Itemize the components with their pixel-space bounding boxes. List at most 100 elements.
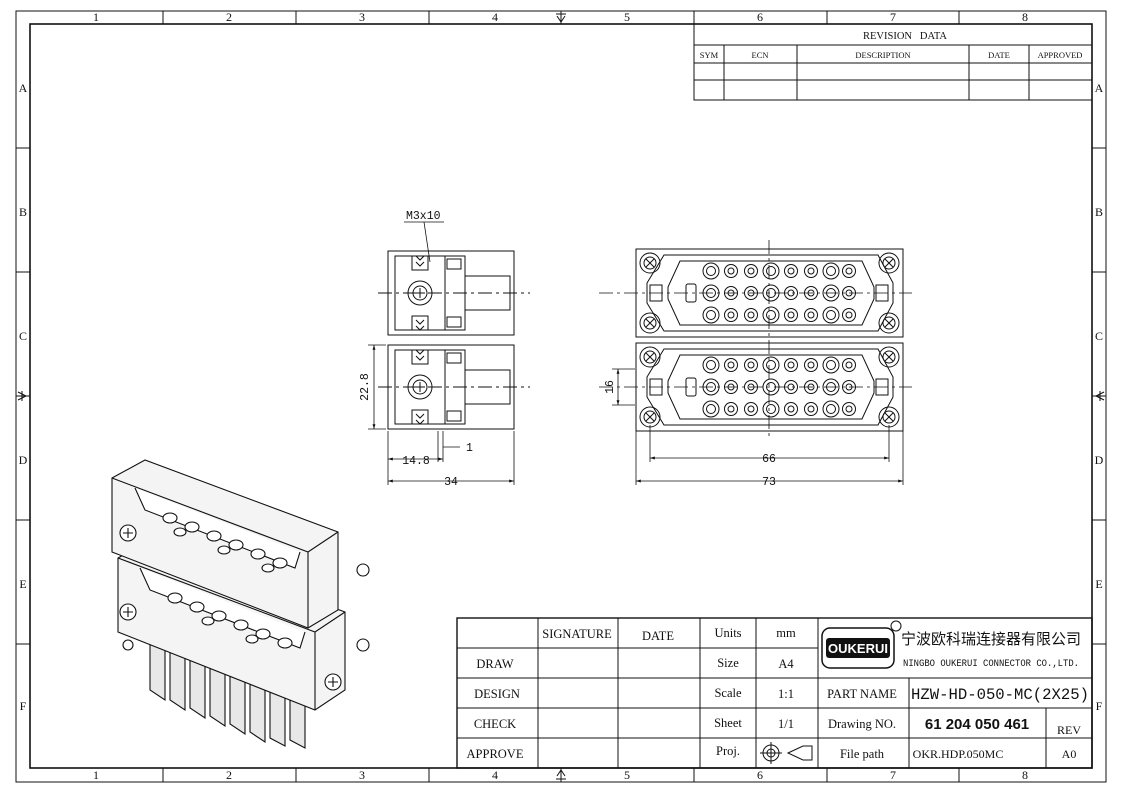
contact-hole: [822, 306, 840, 324]
dim-offset: 14.8: [402, 455, 430, 468]
contact-hole-inner: [706, 360, 716, 370]
row-check: CHECK: [474, 717, 516, 731]
dim-height: 22.8: [359, 373, 372, 401]
contact-hole-inner: [826, 404, 836, 414]
col-label: 2: [226, 768, 232, 782]
contact-hole-inner: [826, 310, 836, 320]
col-label: 7: [890, 10, 896, 24]
company-name-en: NINGBO OUKERUI CONNECTOR CO.,LTD.: [903, 659, 1079, 670]
scale-label: Scale: [714, 686, 742, 700]
col-label: 2: [226, 10, 232, 24]
size-label: Size: [717, 656, 739, 670]
contact-hole: [804, 402, 818, 416]
col-label: 8: [1022, 10, 1028, 24]
screw-slot: [645, 352, 655, 362]
contact-hole-inner: [727, 405, 735, 413]
row-design: DESIGN: [474, 687, 520, 701]
row-label: C: [1095, 329, 1103, 343]
col-label: 8: [1022, 768, 1028, 782]
contact-hole: [822, 378, 840, 396]
row-label: F: [20, 699, 27, 713]
row-label: D: [1095, 453, 1104, 467]
side-view-bottom: [378, 344, 530, 430]
contact-hole: [702, 400, 720, 418]
contact-hole: [724, 308, 738, 322]
corner-screw-head: [882, 316, 896, 330]
contact-hole-inner: [787, 311, 795, 319]
column-labels-top: 1 2 3 4 5 6 7 8: [93, 10, 1028, 24]
contact-hole-inner: [766, 310, 776, 320]
scale-value: 1:1: [778, 687, 794, 701]
corner-screw: [639, 346, 661, 368]
corner-screw-head: [882, 350, 896, 364]
screw-slot: [884, 258, 894, 268]
side-view-dimensions: [368, 221, 515, 485]
contact-hole: [724, 358, 738, 372]
col-label: 5: [624, 10, 630, 24]
contact-hole-inner: [727, 361, 735, 369]
dim-gap: 1: [466, 442, 473, 455]
contact-hole: [842, 402, 856, 416]
rev-header-description: DESCRIPTION: [855, 50, 910, 60]
contact-hole-inner: [807, 267, 815, 275]
contact-hole: [804, 264, 818, 278]
contact-hole: [762, 400, 780, 418]
contact-hole: [784, 358, 798, 372]
part-name-value: HZW-HD-050-MC(2X25): [911, 686, 1089, 704]
row-label: A: [1095, 81, 1104, 95]
drawing-no-label: Drawing NO.: [828, 717, 896, 731]
units-label: Units: [714, 626, 741, 640]
contact-hole: [744, 264, 758, 278]
rev-header-approved: APPROVED: [1038, 50, 1083, 60]
file-path-value: OKR.HDP.050MC: [913, 747, 1004, 761]
corner-screw-head: [643, 350, 657, 364]
corner-screw: [639, 252, 661, 274]
contact-hole-inner: [826, 266, 836, 276]
rev-header-date: DATE: [988, 50, 1010, 60]
row-labels-right: A B C D E F: [1095, 81, 1104, 713]
contact-hole-inner: [747, 405, 755, 413]
rev-label: REV: [1057, 723, 1081, 737]
row-label: B: [19, 205, 27, 219]
col-label: 3: [359, 768, 365, 782]
contact-hole: [702, 262, 720, 280]
col-label: 6: [757, 10, 763, 24]
corner-screw: [639, 312, 661, 334]
row-label: E: [1095, 577, 1102, 591]
contact-hole: [702, 356, 720, 374]
screw-slot: [645, 258, 655, 268]
contact-hole: [744, 402, 758, 416]
col-label: 4: [492, 768, 498, 782]
contact-hole: [784, 264, 798, 278]
sheet-label: Sheet: [714, 716, 742, 730]
contact-hole-inner: [747, 311, 755, 319]
contact-hole-inner: [747, 267, 755, 275]
date-header: DATE: [642, 629, 674, 643]
contact-hole: [744, 358, 758, 372]
drawing-no-value: 61 204 050 461: [925, 716, 1029, 733]
row-label: E: [19, 577, 26, 591]
screw-slot: [884, 412, 894, 422]
contact-hole-inner: [727, 311, 735, 319]
contact-hole: [702, 306, 720, 324]
contact-hole: [822, 284, 840, 302]
units-value: mm: [776, 626, 796, 640]
contact-hole: [842, 308, 856, 322]
col-label: 7: [890, 768, 896, 782]
dim-pin-height: 16: [604, 380, 617, 394]
row-labels-left: A B C D E F: [19, 81, 28, 713]
revision-title: REVISION DATA: [863, 31, 947, 42]
contact-hole-inner: [807, 361, 815, 369]
contact-hole: [804, 308, 818, 322]
contact-hole: [762, 306, 780, 324]
contact-hole: [762, 262, 780, 280]
col-label: 1: [93, 768, 99, 782]
contact-hole-inner: [706, 310, 716, 320]
contact-hole-inner: [845, 267, 853, 275]
contact-hole-inner: [845, 405, 853, 413]
contact-hole: [744, 308, 758, 322]
corner-screw-head: [882, 410, 896, 424]
proj-label: Proj.: [716, 744, 740, 758]
row-label: D: [19, 453, 28, 467]
